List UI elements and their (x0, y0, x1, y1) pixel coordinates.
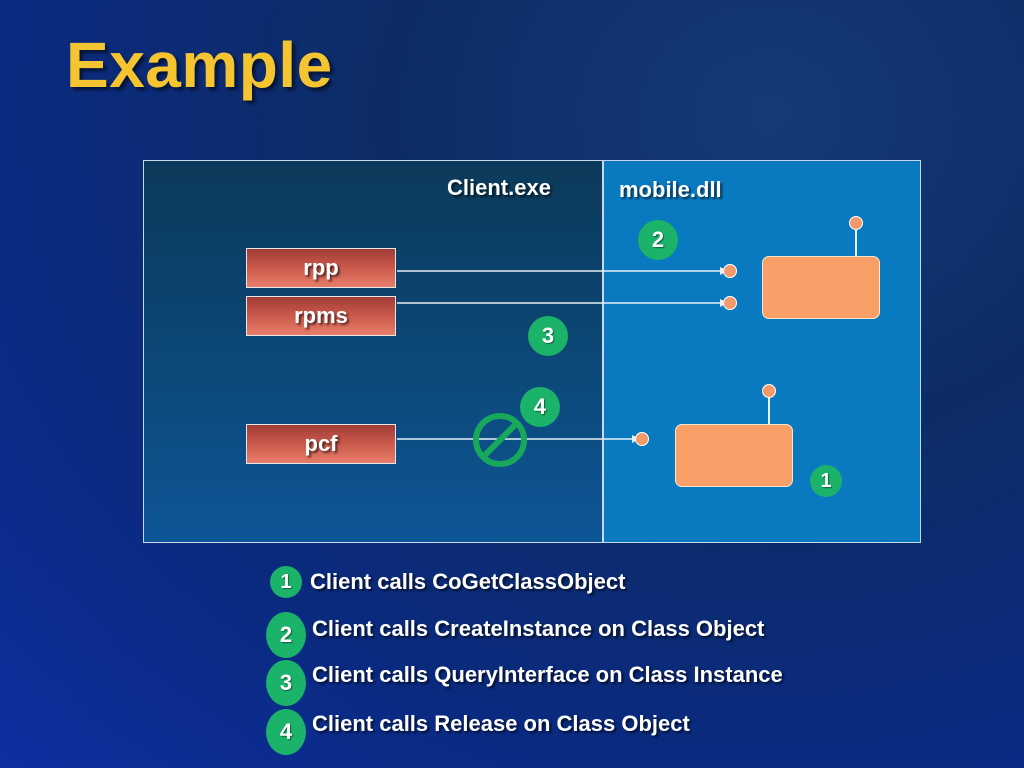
rpms-lollipop-icon (723, 296, 737, 310)
interface-rpms: rpms (246, 296, 396, 336)
client-exe-panel (143, 160, 603, 543)
badge-query-interface: 3 (528, 316, 568, 356)
classobject-unknown-stem (768, 397, 770, 424)
step-1-text: Client calls CoGetClassObject (310, 569, 626, 594)
pcf-lollipop-icon (635, 432, 649, 446)
badge-create-instance: 2 (638, 220, 678, 260)
no-entry-icon (473, 413, 527, 467)
step-4-badge: 4 (266, 709, 306, 755)
instance-unknown-lollipop-icon (849, 216, 863, 230)
class-object (675, 424, 793, 487)
classobject-unknown-lollipop-icon (762, 384, 776, 398)
slide-title: Example (66, 29, 333, 101)
step-2-badge: 2 (266, 612, 306, 658)
rpp-lollipop-icon (723, 264, 737, 278)
step-3-badge: 3 (266, 660, 306, 706)
class-instance-object (762, 256, 880, 319)
step-2-text: Client calls CreateInstance on Class Obj… (312, 616, 765, 641)
interface-pcf: pcf (246, 424, 396, 464)
step-4-text: Client calls Release on Class Object (312, 711, 690, 736)
badge-release: 4 (520, 387, 560, 427)
client-exe-label: Client.exe (447, 175, 551, 200)
instance-unknown-stem (855, 229, 857, 256)
step-3-text: Client calls QueryInterface on Class Ins… (312, 662, 783, 687)
badge-get-class-object: 1 (810, 465, 842, 497)
mobile-dll-label: mobile.dll (619, 177, 722, 202)
step-1-badge: 1 (270, 566, 302, 598)
interface-rpp: rpp (246, 248, 396, 288)
